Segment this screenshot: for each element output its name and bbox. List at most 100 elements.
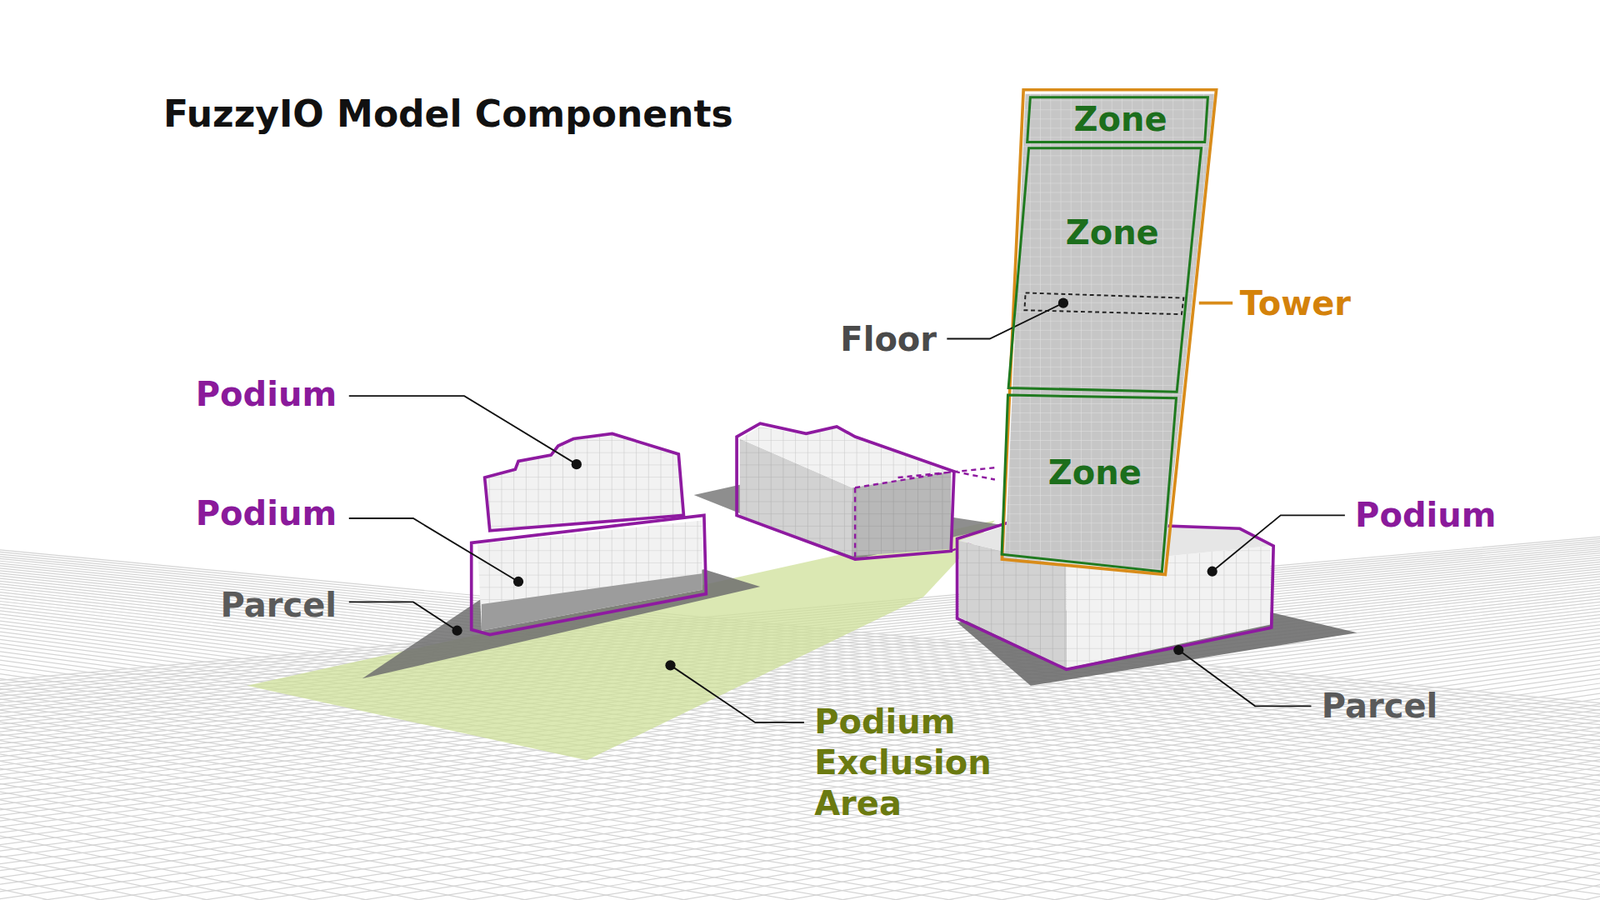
diagram-title: FuzzyIO Model Components [163,92,734,137]
leader-dot [665,660,675,670]
grid-line [0,295,1136,900]
leader-line [1178,650,1311,706]
grid-line [0,295,1600,900]
podium-face [485,433,685,530]
zone-label: Zone [1065,212,1160,253]
grid-line [0,295,1600,900]
grid-line [83,295,1600,900]
grid-line [0,295,1600,900]
grid-line [0,295,1600,900]
grid-line [0,295,1600,900]
grid-line [220,295,1600,900]
grid-line [0,295,1600,900]
grid-line [0,295,1600,900]
grid-line [0,295,1600,900]
exclusion-label: Podium Exclusion Area [814,701,992,824]
grid-line [0,295,1600,900]
grid-line [0,295,1600,900]
grid-line [0,295,1600,900]
grid-line [0,295,1480,900]
ground-grid [0,295,1600,900]
grid-line [14,295,1600,900]
leader-dots [451,298,1217,671]
grid-line [0,295,1600,900]
grid-line [1394,295,1600,900]
podium-label: Podium [195,493,337,534]
grid-line [0,295,1600,900]
grid-line [0,295,1600,900]
grid-line [0,295,1600,900]
grid-line [0,295,1600,900]
grid-line [0,295,1600,900]
grid-line [0,295,1600,900]
grid-line [1325,295,1600,900]
grid-line [0,295,1600,900]
grid-line [0,295,1600,900]
grid-line [0,295,1600,900]
grid-line [0,295,446,900]
grid-line [0,295,1600,900]
grid-line [0,295,1600,900]
grid-line [0,295,1600,900]
leader-lines [349,303,1345,723]
grid-line [0,295,1600,900]
grid-line [0,295,1600,900]
leader-line [349,395,577,465]
grid-line [0,295,1600,900]
grid-line [0,295,1600,900]
grid-line [0,295,1600,900]
grid-line [0,295,1600,900]
grid-line [0,295,1600,900]
grid-line [0,295,1600,900]
tower-outline [1001,90,1216,575]
grid-line [0,295,1600,900]
leader-dot [1058,298,1069,309]
grid-line [0,295,1600,900]
grid-line [1531,295,1600,900]
grid-line [0,295,1600,900]
grid-line [0,295,1600,900]
leader-dot [513,576,524,587]
grid-line [0,295,1600,900]
leader-dot [451,625,462,636]
grid-line [0,295,1600,900]
grid-line [0,295,1600,900]
grid-line [152,295,1600,900]
grid-line [0,295,1600,900]
zone-box: Zone [1003,145,1204,396]
grid-line [0,295,1600,900]
grid-line [1255,295,1600,900]
grid-line [0,295,1600,900]
zone-outline [1003,145,1204,396]
grid-line [0,295,1600,900]
grid-line [0,295,1600,900]
grid-line [0,295,1600,900]
grid-line [0,295,1600,900]
grid-line [0,295,1600,900]
zone-outline-shape [1008,148,1201,393]
zone-outline-shape [1001,395,1176,572]
block-top [740,426,951,488]
grid-line [290,295,1600,900]
grid-line [0,295,1600,900]
grid-line [0,295,1600,900]
zone-label: Zone [1048,452,1142,493]
grid-line [0,295,1600,900]
parcel-label: Parcel [220,585,338,625]
leader-line [1212,515,1345,571]
grid-line [0,295,1600,900]
grid-line [0,295,1600,900]
grid-line [359,295,1600,900]
grid-line [0,295,1600,900]
leader-dot [1207,566,1218,577]
grid-line [0,295,1600,900]
grid-line [841,295,1600,900]
grid-line [0,295,1600,900]
grid-line [0,295,1600,900]
grid-line [0,295,1600,900]
tower-label: Tower [1240,283,1351,324]
grid-line [0,295,1600,900]
